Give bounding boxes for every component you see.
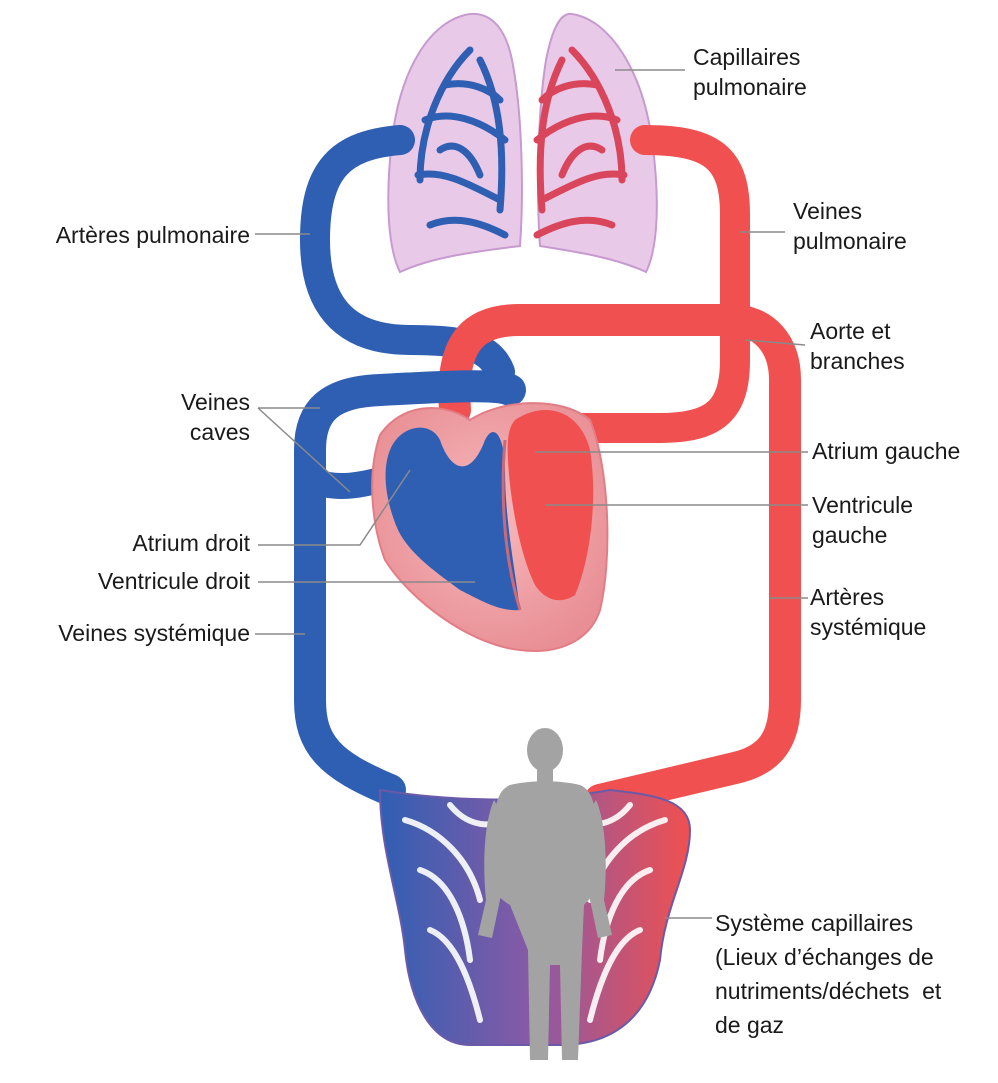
label-aorte-branches: Aorte et branches [810, 316, 905, 376]
label-arteres-pulmonaire: Artères pulmonaire [10, 220, 250, 250]
label-ventricule-droit: Ventricule droit [20, 566, 250, 596]
label-systeme-capillaires: Système capillaires (Lieux d’échanges de… [715, 906, 941, 1042]
label-capillaires-pulmonaire: Capillaires pulmonaire [693, 42, 807, 102]
label-veines-caves: Veines caves [120, 387, 250, 447]
heart-icon [372, 403, 607, 651]
label-arteres-systemique: Artères systémique [810, 582, 926, 642]
label-ventricule-gauche: Ventricule gauche [812, 490, 913, 550]
label-atrium-droit: Atrium droit [40, 528, 250, 558]
inferior-vena-cava-branch [312, 480, 380, 486]
label-atrium-gauche: Atrium gauche [812, 436, 960, 466]
label-veines-pulmonaire: Veines pulmonaire [793, 196, 907, 256]
label-veines-systemique: Veines systémique [5, 618, 250, 648]
